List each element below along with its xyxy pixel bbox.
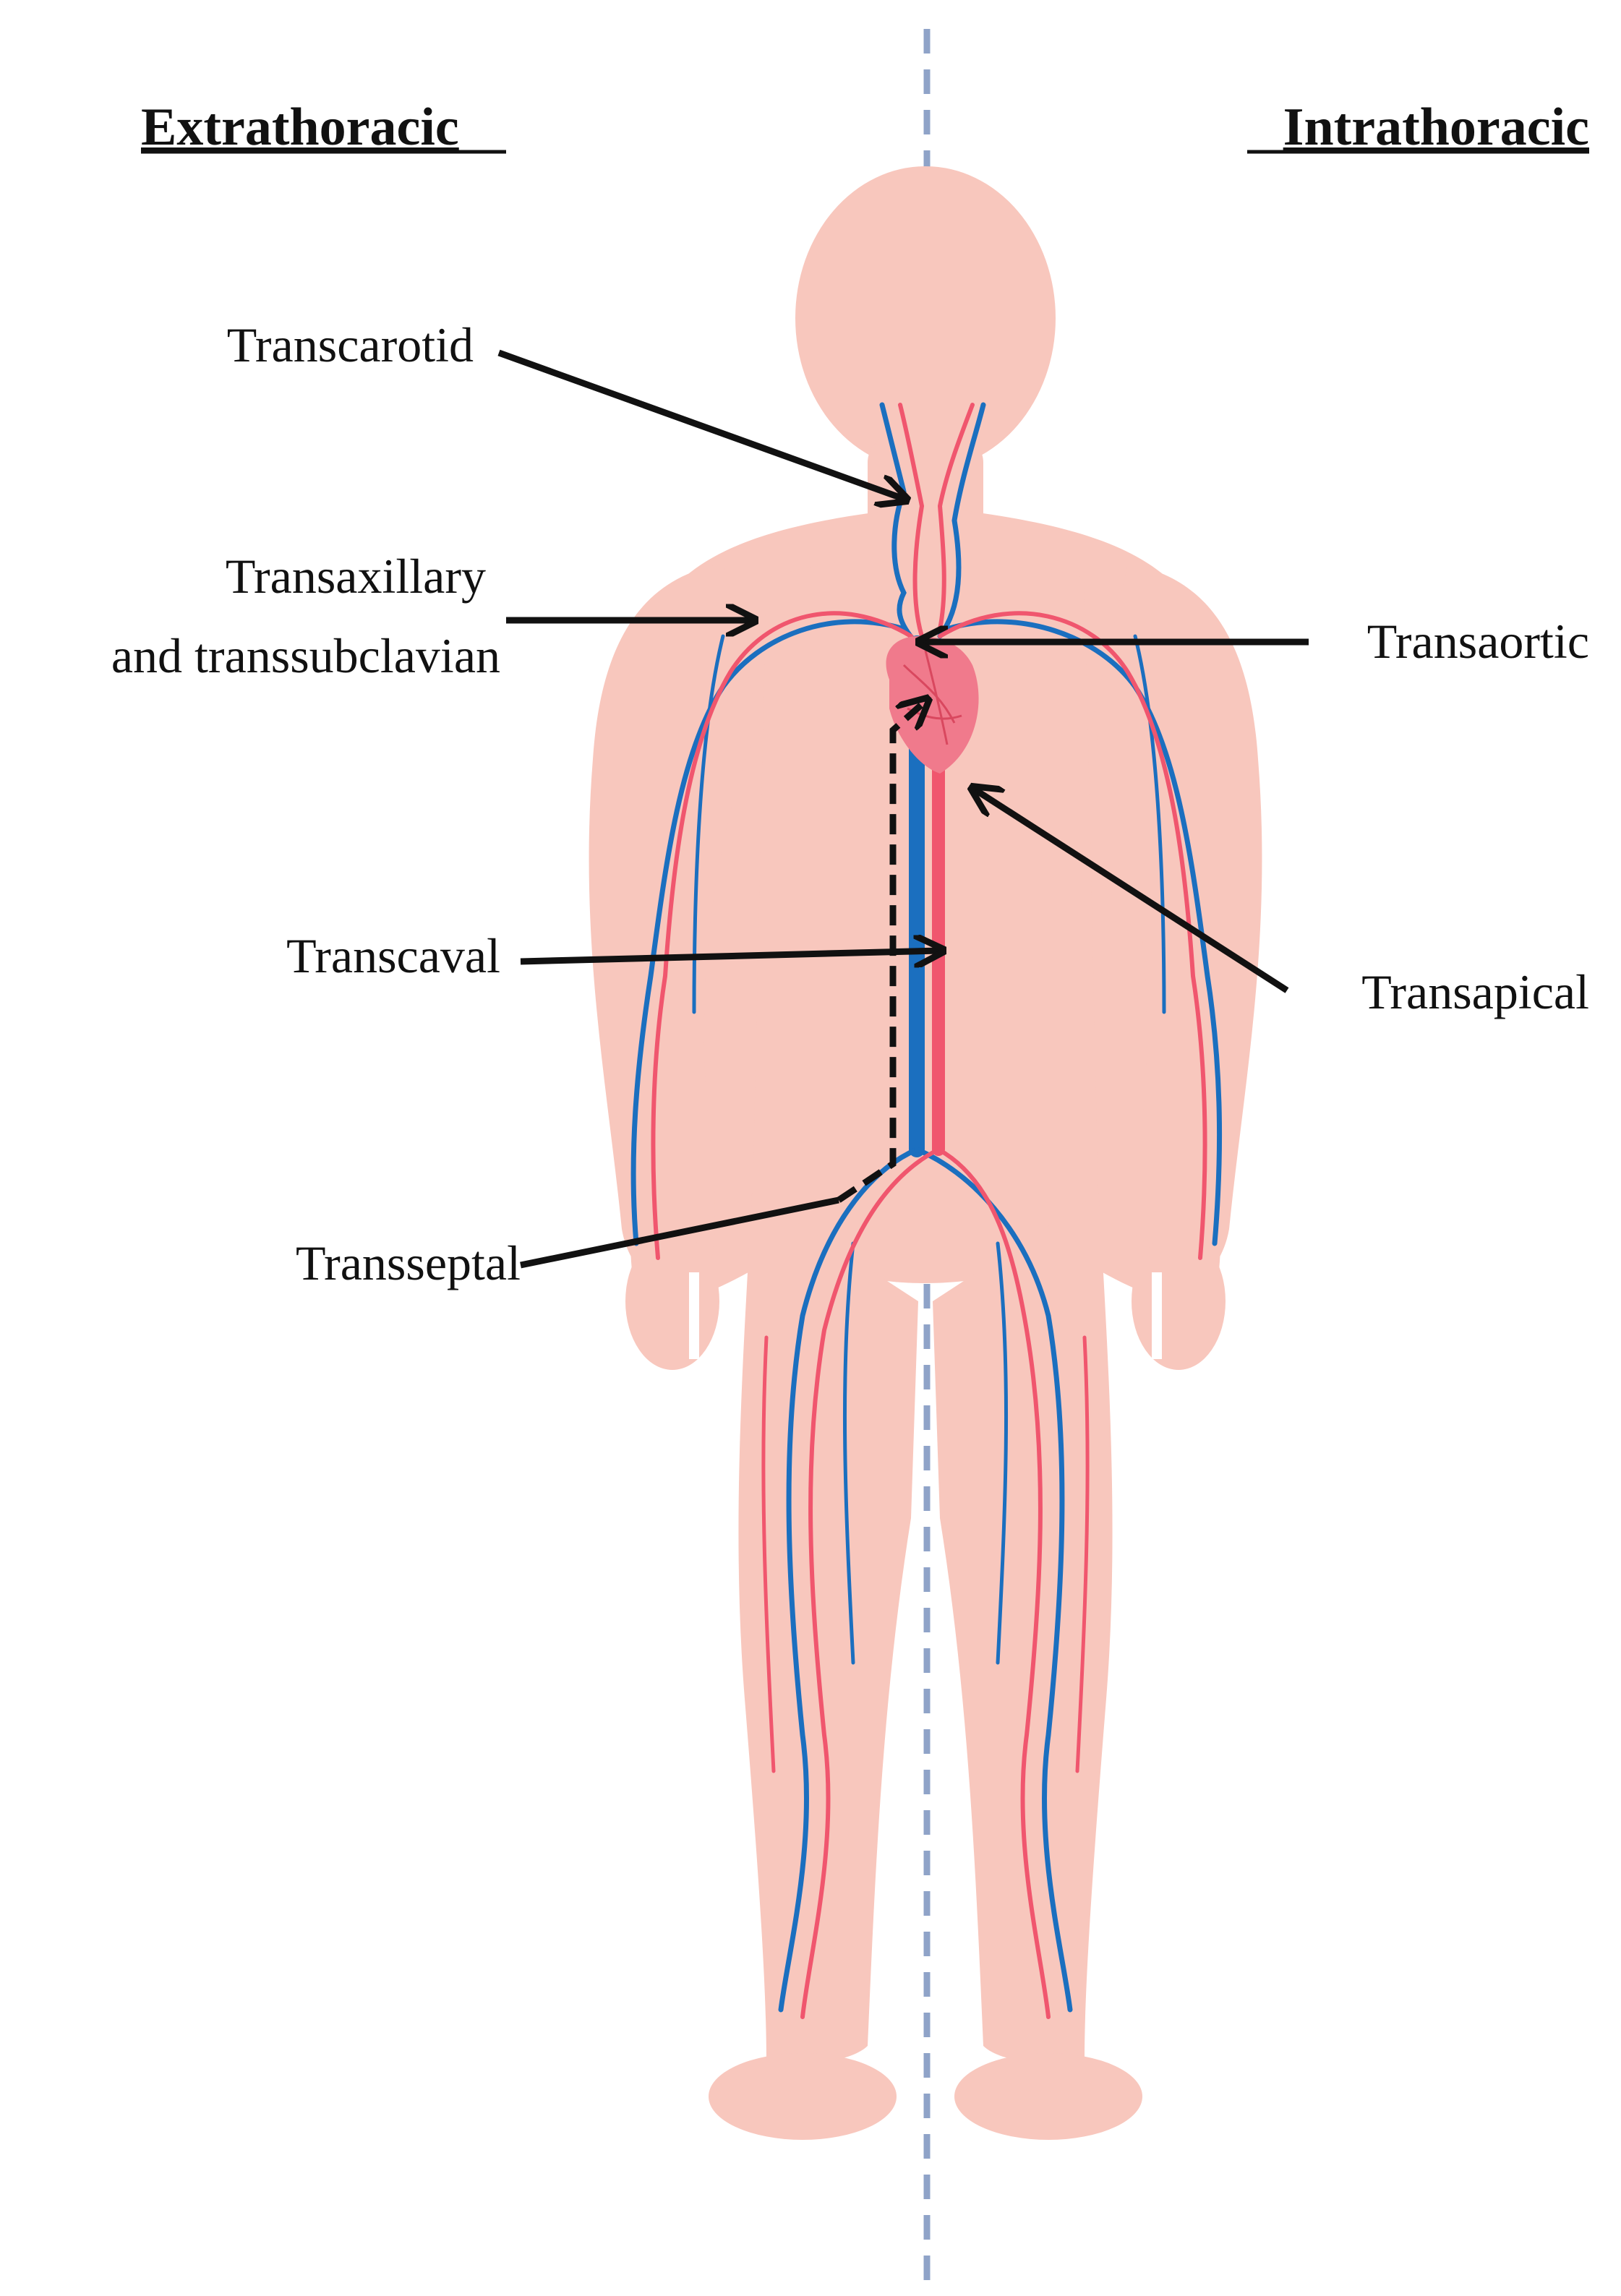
label-transaxillary: Transaxillary [226, 549, 486, 604]
arrows [497, 349, 1309, 1269]
arteries [651, 403, 1207, 2019]
label-transcaval: Transcaval [286, 928, 500, 983]
label-transseptal: Transseptal [296, 1235, 521, 1290]
transcarotid-arrow [497, 349, 904, 499]
transapical-arrow [975, 789, 1289, 993]
right-foot [954, 2053, 1142, 2140]
transcaval-arrow [520, 951, 940, 961]
transseptal-arrow [520, 1196, 839, 1269]
right-hand [1132, 1233, 1226, 1370]
label-transaortic: Transaortic [1367, 614, 1589, 669]
header-intrathoracic: Intrathoracic [1283, 98, 1589, 157]
right-leg [933, 1193, 1113, 2063]
left-hand [625, 1233, 719, 1370]
head [795, 166, 1056, 470]
label-transapical: Transapical [1361, 964, 1589, 1019]
label-transsubclavian: and transsubclavian [111, 628, 500, 683]
label-transcarotid: Transcarotid [227, 317, 474, 372]
left-foot [709, 2053, 897, 2140]
left-leg [738, 1193, 918, 2063]
header-extrathoracic: Extrathoracic [141, 98, 459, 157]
torso-core [752, 557, 1099, 1283]
left-arm [589, 564, 759, 1295]
body-silhouette [589, 166, 1262, 2140]
transseptal-dashed-route [837, 701, 925, 1203]
